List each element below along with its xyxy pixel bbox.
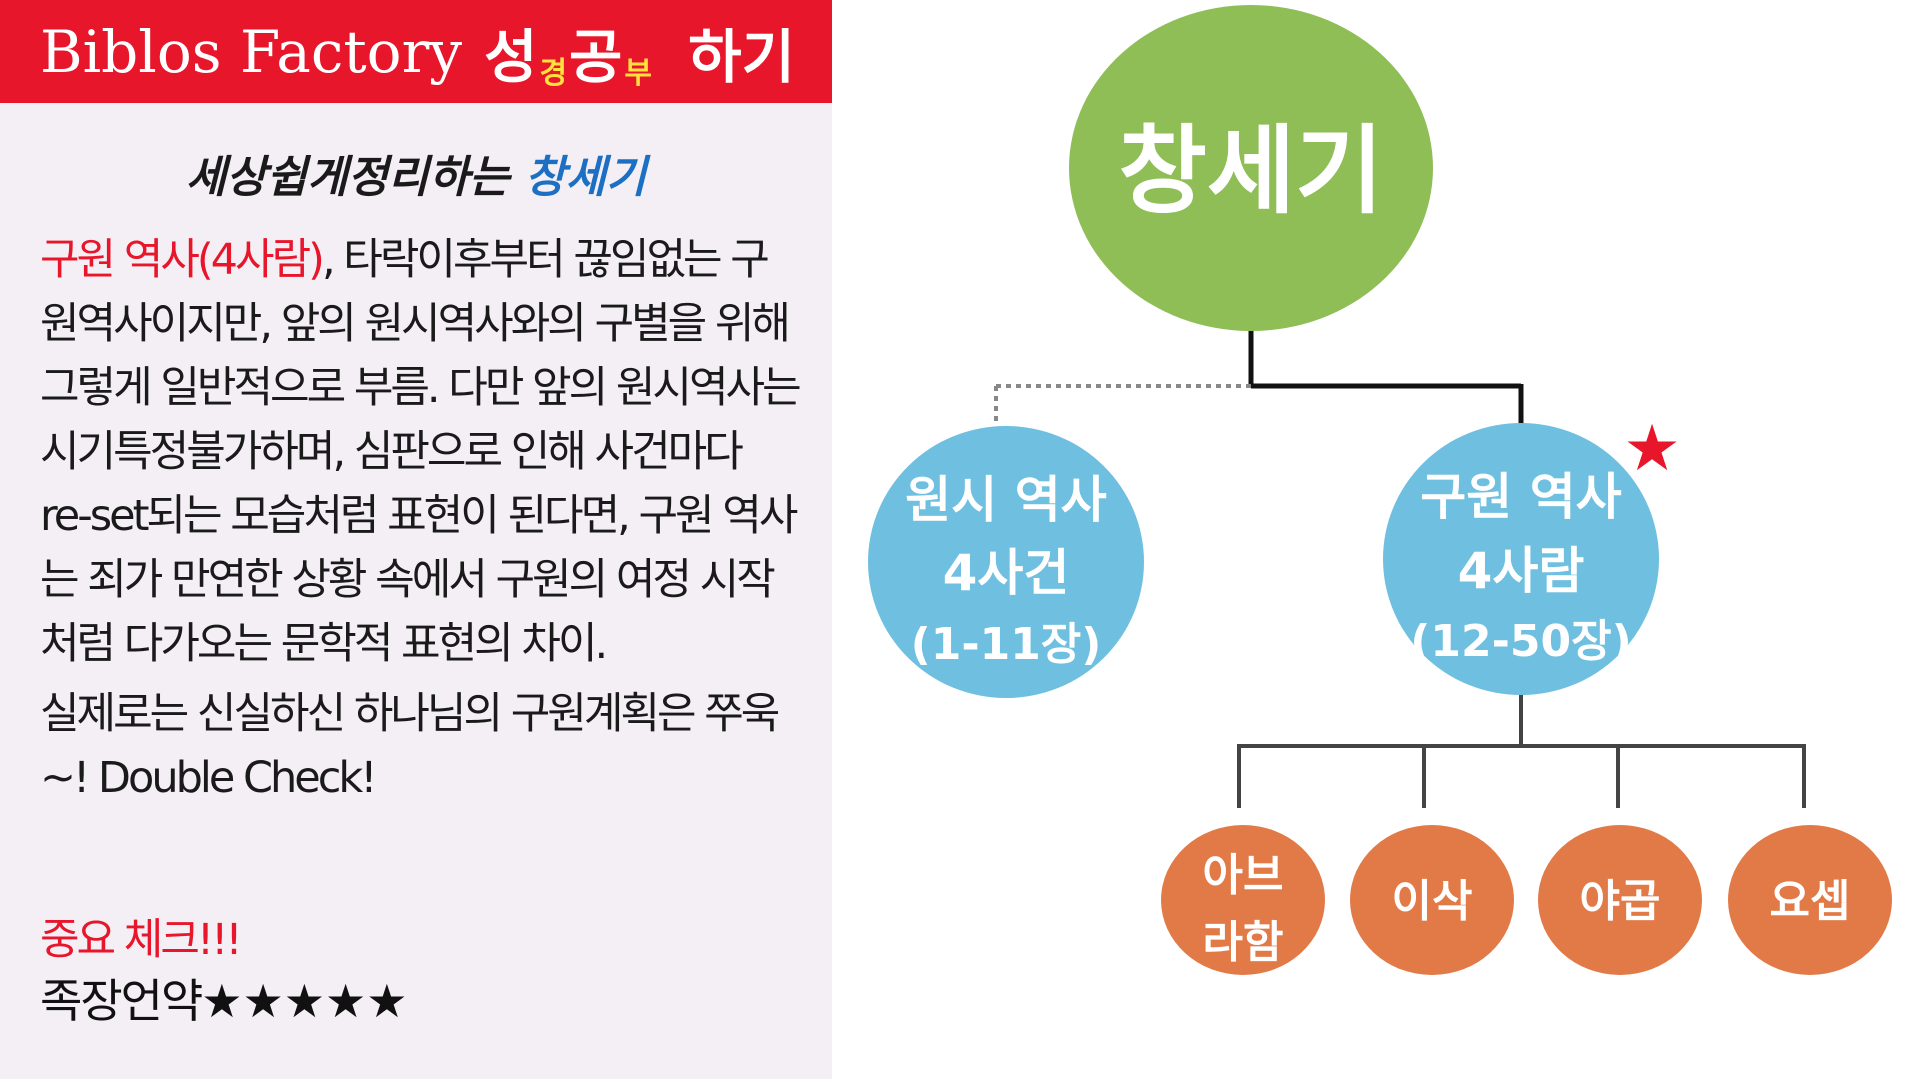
paragraph-1: 구원 역사(4사람), 타락이후부터 끊임없는 구원역사이지만, 앞의 원시역사… (40, 228, 802, 676)
covenant-stars: ★★★★★ (201, 974, 408, 1028)
salvation-line1: 구원 역사 (1420, 468, 1621, 526)
subtitle-prefix: 세상쉽게정리하는 (185, 152, 510, 203)
primeval-line2: 4사건 (943, 544, 1070, 602)
subtitle-highlight: 창세기 (524, 152, 647, 203)
node-salvation-history: 구원 역사 4사람 (12-50장) (1383, 423, 1659, 695)
brand-name: Biblos Factory (40, 17, 463, 86)
abraham-line1: 아브 (1203, 850, 1284, 901)
title-word1-small: 경 (539, 55, 568, 91)
title-word1-big: 성 (484, 22, 538, 91)
tree-connectors (994, 328, 1806, 808)
node-abraham: 아브 라함 (1161, 825, 1325, 975)
explanation-text: 구원 역사(4사람), 타락이후부터 끊임없는 구원역사이지만, 앞의 원시역사… (40, 228, 802, 810)
title-korean: 성경공부 하기 (484, 10, 795, 94)
joseph-label: 요셉 (1770, 876, 1851, 927)
covenant-label: 족장언약 (40, 974, 203, 1028)
title-bar: Biblos Factory 성경공부 하기 (0, 0, 832, 103)
primeval-line1: 원시 역사 (905, 471, 1106, 529)
primeval-line3: (1-11장) (911, 619, 1102, 670)
node-isaac: 이삭 (1350, 825, 1514, 975)
paragraph-1-highlight: 구원 역사(4사람) (40, 235, 325, 285)
node-jacob: 야곱 (1538, 825, 1702, 975)
title-word2-big: 공 (569, 22, 623, 91)
title-suffix: 하기 (688, 22, 795, 91)
covenant-rating: 족장언약★★★★★ (40, 969, 407, 1033)
abraham-line2: 라함 (1203, 917, 1284, 968)
left-panel: 세상쉽게정리하는 창세기 구원 역사(4사람), 타락이후부터 끊임없는 구원역… (0, 103, 832, 1079)
highlight-star-icon: ★ (1623, 412, 1680, 486)
isaac-label: 이삭 (1392, 876, 1473, 927)
title-word2-small: 부 (624, 55, 653, 91)
important-check-label: 중요 체크!!! (40, 915, 243, 965)
panel-subtitle: 세상쉽게정리하는 창세기 (0, 141, 832, 205)
salvation-line3: (12-50장) (1410, 616, 1631, 667)
paragraph-2: 실제로는 신실하신 하나님의 구원계획은 쭈욱~! Double Check! (40, 689, 780, 803)
node-genesis: 창세기 (1069, 5, 1433, 331)
paragraph-1-rest: , 타락이후부터 끊임없는 구원역사이지만, 앞의 원시역사와의 구별을 위해 … (40, 235, 802, 669)
node-joseph: 요셉 (1728, 825, 1892, 975)
node-primeval-history: 원시 역사 4사건 (1-11장) (868, 426, 1144, 698)
salvation-line2: 4사람 (1458, 542, 1585, 600)
node-genesis-label: 창세기 (1119, 115, 1384, 227)
jacob-label: 야곱 (1580, 876, 1661, 927)
